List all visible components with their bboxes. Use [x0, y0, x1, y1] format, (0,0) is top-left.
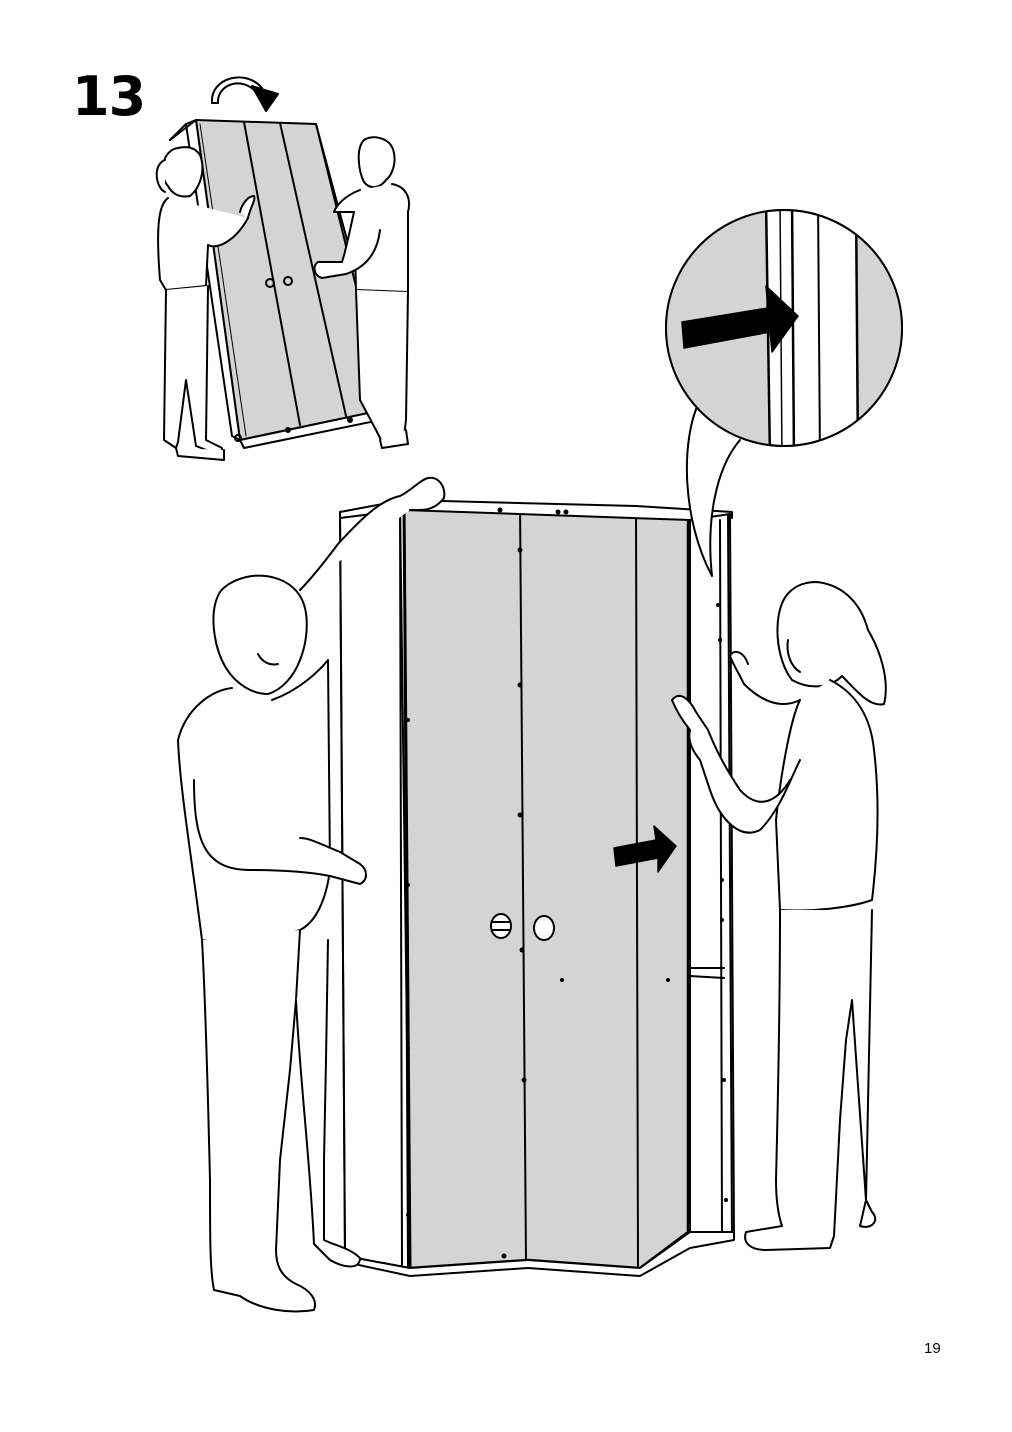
- cabinet-base: [344, 1231, 735, 1277]
- main-illustration: [177, 209, 903, 1313]
- man-figure: [177, 476, 446, 1313]
- woman-figure: [671, 581, 887, 1251]
- cabinet-back-panel: [402, 502, 690, 1270]
- overview-illustration: [155, 76, 410, 461]
- man-figure-small: [313, 136, 410, 449]
- push-arrow-icon: [613, 825, 677, 873]
- detail-zoom-arrow-icon: [681, 285, 799, 353]
- woman-figure-small: [155, 146, 256, 461]
- cabinet-right-side: [689, 513, 735, 1239]
- cabinet-left-side: [339, 503, 411, 1269]
- page-number: 19: [924, 1340, 941, 1357]
- handle-holes: [490, 913, 555, 941]
- detail-zoom: [665, 209, 903, 577]
- step-number: 13: [72, 65, 146, 128]
- rotate-arrow-icon: [210, 76, 279, 112]
- nail-dots: [406, 507, 728, 1259]
